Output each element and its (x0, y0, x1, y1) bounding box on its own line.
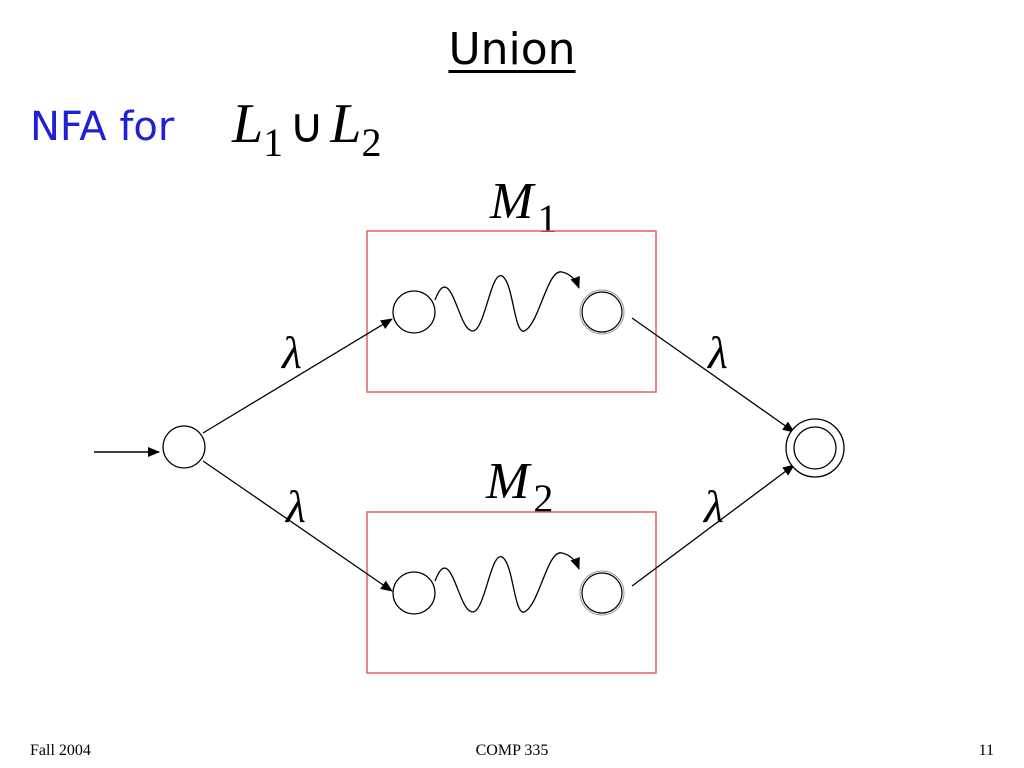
lambda-label-m2-to-final: λ (704, 481, 724, 532)
formula-right-sub: 2 (361, 120, 382, 165)
footer-center: COMP 335 (475, 742, 549, 759)
m2-initial-state (392, 571, 436, 615)
formula-left-symbol: L (232, 93, 264, 155)
transition-m2-to-final (631, 464, 795, 587)
machine-1-sub: 1 (537, 196, 558, 241)
machine-2-symbol: M (486, 453, 530, 510)
lambda-label-start-to-m2: λ (286, 481, 306, 532)
union-operator: ∪ (289, 100, 325, 153)
slide-title: Union (0, 24, 1024, 75)
formula-right-symbol: L (330, 93, 362, 155)
m2-squiggle-path (434, 552, 580, 613)
m1-initial-state (392, 290, 436, 334)
machine-2-box (366, 511, 657, 674)
m1-final-state-inner (581, 291, 623, 333)
union-formula: L1∪L2 (232, 92, 381, 166)
footer-left: Fall 2004 (30, 742, 91, 759)
start-state (162, 425, 206, 469)
lambda-label-m1-to-final: λ (708, 327, 728, 378)
m2-final-state-inner (581, 572, 623, 614)
slide-subtitle: NFA for (30, 104, 175, 150)
machine-1-box (366, 230, 657, 393)
transition-m1-to-final (631, 317, 795, 433)
m1-squiggle-path (434, 271, 580, 332)
machine-1-symbol: M (490, 173, 534, 230)
transition-start-to-m2 (202, 460, 393, 592)
machine-2-sub: 2 (533, 476, 554, 521)
formula-left-sub: 1 (263, 120, 284, 165)
slide-title-text: Union (448, 24, 576, 75)
final-state-inner (793, 426, 837, 470)
transition-start-to-m1 (202, 318, 393, 434)
lambda-label-start-to-m1: λ (282, 327, 302, 378)
footer-page-number: 11 (978, 742, 994, 759)
